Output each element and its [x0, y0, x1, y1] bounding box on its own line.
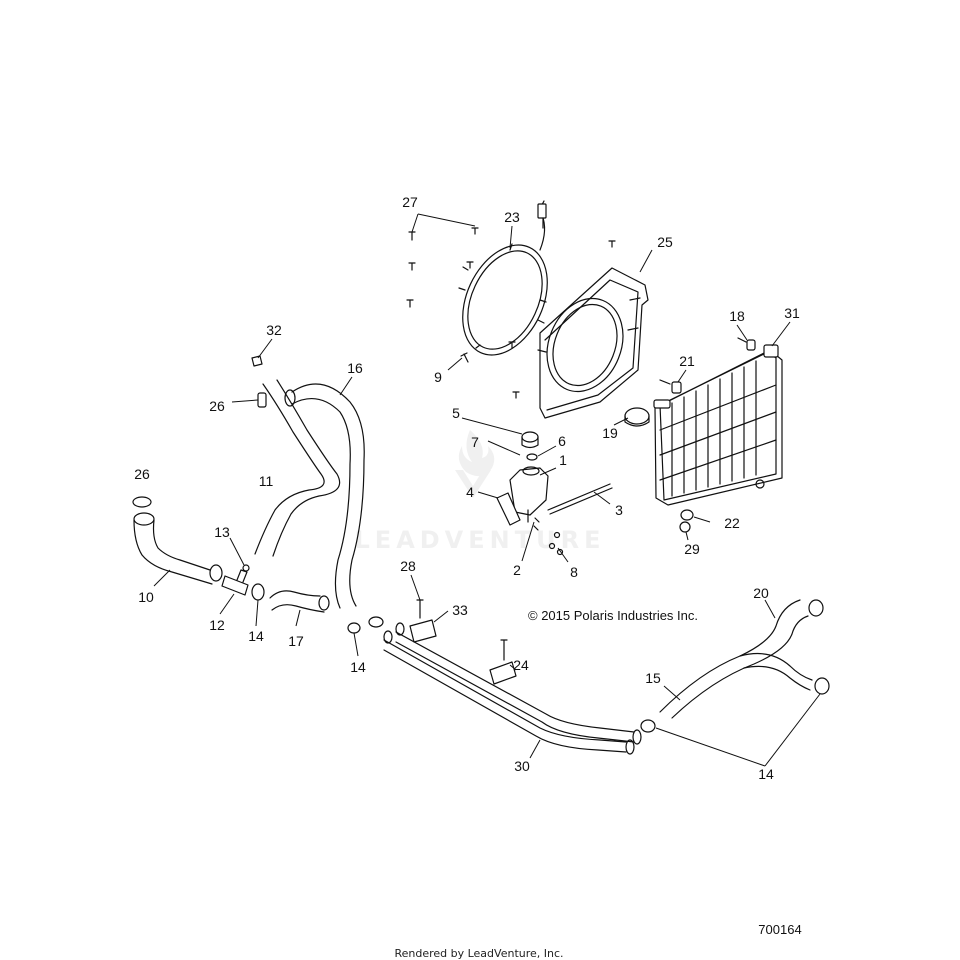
overflow-tube	[547, 483, 613, 515]
callout-3: 3	[615, 502, 623, 518]
callout-1: 1	[559, 452, 567, 468]
fan-screws	[406, 227, 616, 399]
callout-26-lower: 26	[134, 466, 150, 482]
callout-14-center: 14	[350, 659, 366, 675]
callout-21: 21	[679, 353, 695, 369]
callout-17: 17	[288, 633, 304, 649]
flame-logo	[458, 430, 495, 477]
coolant-tubes	[383, 622, 642, 755]
hose-10	[132, 496, 217, 585]
hose-11	[254, 379, 341, 557]
chevron-logo	[455, 470, 491, 498]
copyright-notice: © 2015 Polaris Industries Inc.	[528, 608, 698, 623]
callout-9: 9	[434, 369, 442, 385]
callout-19: 19	[602, 425, 618, 441]
callout-5: 5	[452, 405, 460, 421]
callout-18: 18	[729, 308, 745, 324]
leadventure-watermark: LEADVENTURE	[355, 430, 606, 554]
tee-fitting	[221, 564, 250, 596]
callout-labels: 27 23 25 18 31 32 16 9 21 26 5 19 7 6 1 …	[134, 194, 800, 782]
tube-clips	[409, 599, 517, 685]
callout-28: 28	[400, 558, 416, 574]
callout-24: 24	[513, 657, 529, 673]
callout-23: 23	[504, 209, 520, 225]
callout-25: 25	[657, 234, 673, 250]
radiator	[653, 344, 783, 506]
callout-8: 8	[570, 564, 578, 580]
callout-33: 33	[452, 602, 468, 618]
fan-shroud	[537, 267, 649, 419]
fan-ring	[458, 200, 548, 356]
callout-14-left: 14	[248, 628, 264, 644]
leader-lines	[153, 213, 821, 767]
callout-6: 6	[558, 433, 566, 449]
callout-14-right: 14	[758, 766, 774, 782]
callout-7: 7	[471, 434, 479, 450]
hose-fittings-top	[251, 355, 267, 408]
callout-27: 27	[402, 194, 418, 210]
radiator-hardware	[659, 337, 756, 533]
callout-12: 12	[209, 617, 225, 633]
callout-22: 22	[724, 515, 740, 531]
callout-31: 31	[784, 305, 800, 321]
callout-11: 11	[259, 473, 274, 489]
coolant-reservoir	[496, 431, 549, 526]
callout-30: 30	[514, 758, 530, 774]
callout-20: 20	[753, 585, 769, 601]
radiator-cap	[624, 407, 650, 427]
callout-13: 13	[214, 524, 230, 540]
callout-15: 15	[645, 670, 661, 686]
reservoir-fasteners	[533, 517, 564, 556]
hose-clamps-left	[209, 564, 265, 601]
callout-32: 32	[266, 322, 282, 338]
diagram-number: 700164	[758, 922, 801, 937]
callout-26-upper: 26	[209, 398, 225, 414]
y-hose	[640, 599, 830, 733]
hose-16	[284, 383, 365, 609]
hose-clamps-center	[347, 616, 384, 634]
callout-16: 16	[347, 360, 363, 376]
callout-2: 2	[513, 562, 521, 578]
rendered-by-footer: Rendered by LeadVenture, Inc.	[394, 947, 563, 960]
watermark-text: LEADVENTURE	[355, 526, 606, 554]
callout-29: 29	[684, 541, 700, 557]
hose-17	[269, 590, 330, 613]
callout-4: 4	[466, 484, 474, 500]
callout-10: 10	[138, 589, 154, 605]
